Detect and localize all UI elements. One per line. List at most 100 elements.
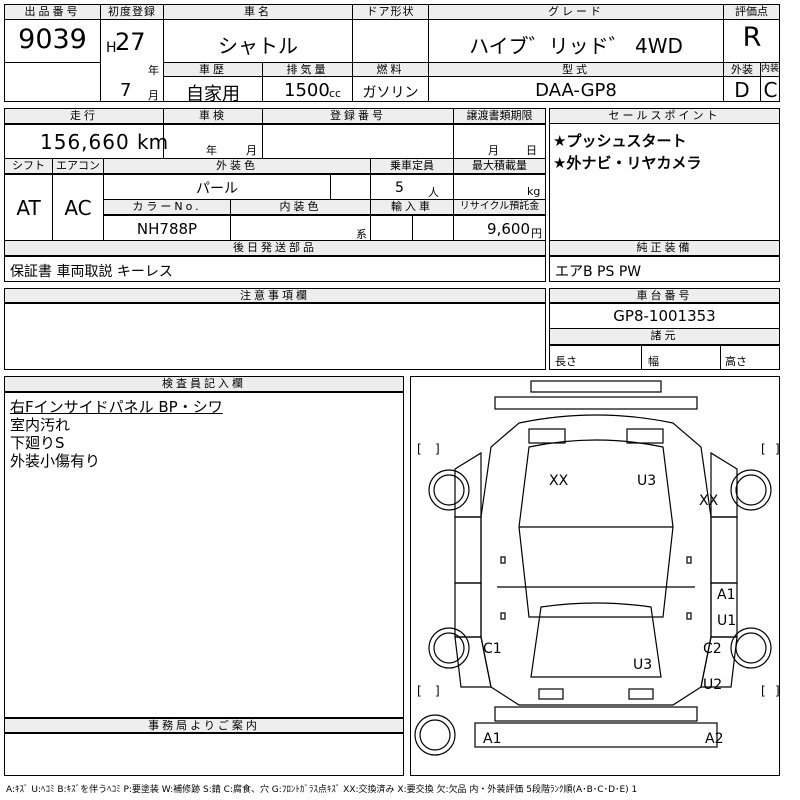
- import-label: 輸入車: [371, 200, 453, 215]
- model-label: 型式: [429, 63, 723, 77]
- history: 自家用: [186, 84, 240, 105]
- ac-label: エアコン: [53, 159, 103, 174]
- svg-text:]: ]: [435, 442, 440, 456]
- inspector-line-3: 下廻りS: [10, 434, 65, 452]
- mark-a1-rear-bumper-left: A1: [483, 731, 502, 747]
- displacement: 1500: [284, 80, 330, 101]
- dims-height: 高さ: [725, 355, 747, 368]
- car-name: シャトル: [218, 34, 298, 58]
- office-block: [4, 718, 404, 776]
- vehicle-info-block: [4, 4, 780, 102]
- grade: ハイブ゛リッド゛ 4WD: [469, 34, 683, 58]
- mark-u2-right-quarter: U2: [703, 677, 723, 693]
- mark-a2-rear-bumper-right: A2: [705, 731, 724, 747]
- sales-label: セールスポイント: [550, 109, 779, 124]
- mark-u1-right-door: U1: [717, 613, 737, 629]
- inspector-line-4: 外装小傷有り: [10, 452, 101, 470]
- lot-label: 出品番号: [5, 5, 100, 20]
- recycle-label: リサイクル預託金: [454, 200, 545, 215]
- capacity-unit: 人: [428, 186, 439, 199]
- sales-point-1: ★プッシュスタート: [553, 132, 687, 150]
- car-name-label: 車名: [164, 5, 352, 20]
- svg-text:]: ]: [775, 442, 780, 456]
- interior-grade: C: [763, 78, 778, 102]
- color-no: NH788P: [136, 220, 198, 238]
- fuel-label: 燃料: [353, 63, 428, 77]
- inspector-line-2: 室内汚れ: [10, 416, 71, 434]
- insp-year-unit: 年: [206, 144, 217, 157]
- svg-text:]: ]: [435, 684, 440, 698]
- transfer-day-unit: 日: [526, 144, 537, 157]
- equipment: エアB PS PW: [555, 264, 642, 280]
- car-diagram: [ ] [ ] [ ] [ ]: [410, 376, 780, 776]
- notes-label: 注意事項欄: [5, 289, 545, 303]
- chassis-number: GP8-1001353: [613, 307, 716, 325]
- sales-points-block: [549, 108, 780, 282]
- month-unit: 月: [148, 89, 159, 102]
- damage-legend: A:ｷｽﾞ U:ﾍｺﾐ B:ｷｽﾞを伴うﾍｺﾐ P:要塗装 W:補修跡 S:錆 …: [6, 785, 638, 795]
- shift-label: シフト: [5, 159, 52, 174]
- mileage: 156,660: [40, 130, 130, 154]
- dims-length: 長さ: [555, 355, 577, 368]
- recycle-unit: 円: [531, 227, 542, 240]
- svg-text:[: [: [761, 442, 766, 456]
- interior-label: 内装: [761, 63, 779, 77]
- transfer-month-unit: 月: [488, 144, 499, 157]
- svg-text:[: [: [417, 442, 422, 456]
- inspector-label: 検査員記入欄: [5, 377, 403, 392]
- later-parts: 保証書 車両取説 キーレス: [10, 264, 173, 280]
- mark-c1-left-rear: C1: [483, 641, 502, 657]
- chassis-label: 車台番号: [550, 289, 779, 303]
- mark-a1-right-door: A1: [717, 587, 736, 603]
- later-parts-label: 後日発送部品: [5, 241, 545, 256]
- load-label: 最大積載量: [454, 159, 545, 174]
- displacement-label: 排気量: [263, 63, 352, 77]
- inspector-line-1: 右Fインサイドパネル BP・シワ: [10, 398, 223, 416]
- color-no-label: カラーNo.: [104, 200, 230, 215]
- shift: AT: [16, 196, 41, 220]
- mileage-label: 走行: [5, 109, 163, 124]
- load-unit: kg: [527, 185, 541, 198]
- mileage-unit: km: [137, 130, 169, 154]
- reg-no-label: 登録番号: [263, 109, 453, 124]
- svg-text:[: [: [761, 684, 766, 698]
- reg-month: 7: [120, 80, 132, 101]
- recycle: 9,600: [487, 220, 530, 238]
- year-unit: 年: [148, 64, 159, 77]
- office-label: 事務局よりご案内: [5, 719, 403, 733]
- sales-point-2: ★外ナビ・リヤカメラ: [553, 154, 702, 172]
- mark-c2-right-rear: C2: [703, 641, 722, 657]
- score-label: 評価点: [724, 5, 779, 20]
- model: DAA-GP8: [535, 80, 617, 101]
- interior-color-label: 内装色: [231, 200, 370, 215]
- interior-color-unit: 系: [356, 228, 367, 241]
- color-label: 外装色: [104, 159, 370, 174]
- notes-block: [4, 288, 546, 370]
- lot-number: 9039: [18, 24, 87, 55]
- grade-label: グレード: [429, 5, 723, 20]
- score: R: [742, 22, 762, 53]
- capacity: 5: [395, 180, 404, 196]
- transfer-label: 譲渡書類期限: [454, 109, 545, 124]
- car-diagram-svg: [ ] [ ] [ ] [ ]: [414, 380, 780, 756]
- svg-text:[: [: [417, 684, 422, 698]
- capacity-label: 乗車定員: [371, 159, 453, 174]
- details-block: [4, 108, 546, 282]
- fuel: ガソリン: [362, 85, 419, 101]
- inspector-block: [4, 376, 404, 718]
- equipment-label: 純正装備: [550, 241, 779, 256]
- insp-month-unit: 月: [246, 144, 257, 157]
- color: パール: [196, 181, 238, 197]
- svg-text:]: ]: [775, 684, 780, 698]
- ac: AC: [64, 196, 92, 220]
- history-label: 車歴: [164, 63, 262, 77]
- first-reg-label: 初度登録: [101, 5, 163, 20]
- mark-u3-hood: U3: [637, 473, 657, 489]
- dims-width: 幅: [648, 355, 659, 368]
- mark-u3-rear: U3: [633, 657, 653, 673]
- dims-label: 諸元: [550, 329, 779, 345]
- era: H: [106, 40, 117, 56]
- mark-xx-hood: XX: [549, 473, 569, 489]
- reg-year: 27: [115, 28, 146, 56]
- chassis-block: [549, 288, 780, 370]
